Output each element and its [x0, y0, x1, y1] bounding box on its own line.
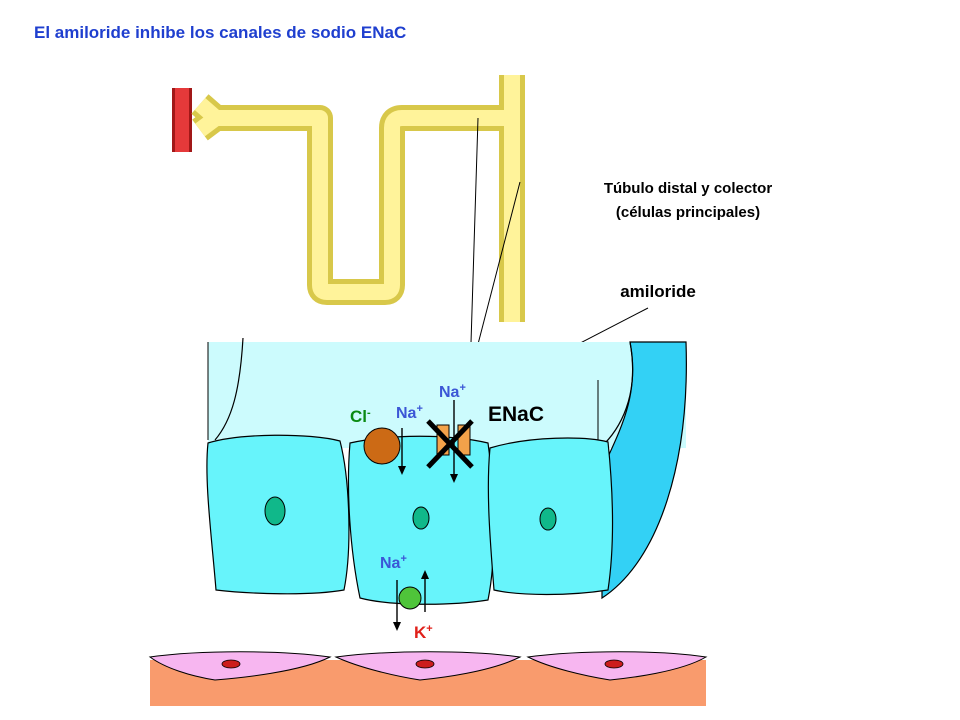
block-x-icon [426, 419, 474, 469]
tubule-lumen [207, 342, 686, 448]
nephron-tubule [191, 75, 525, 322]
chloride-channel [363, 427, 401, 465]
na-arrow-mid [398, 428, 406, 475]
diagram-title: El amiloride inhibe los canales de sodio… [34, 23, 406, 42]
na-ion-label-basal: Na+ [380, 553, 407, 572]
enac-label: ENaC [488, 403, 544, 426]
nucleus-left [264, 496, 286, 526]
tubule-label-line1: Túbulo distal y colector [604, 180, 773, 197]
tubule-label-line2: (células principales) [616, 204, 760, 221]
amiloride-label: amiloride [620, 282, 696, 301]
na-ion-label-top: Na+ [439, 382, 466, 401]
k-ion-label-basal: K+ [414, 623, 433, 642]
na-ion-label-mid: Na+ [396, 403, 423, 422]
nucleus-middle [412, 506, 430, 530]
cl-ion-label: Cl- [350, 407, 371, 426]
na-k-pump [393, 570, 429, 631]
capillary-endothelium [148, 651, 708, 681]
nucleus-right [539, 507, 557, 531]
blood-vessel [172, 88, 192, 152]
